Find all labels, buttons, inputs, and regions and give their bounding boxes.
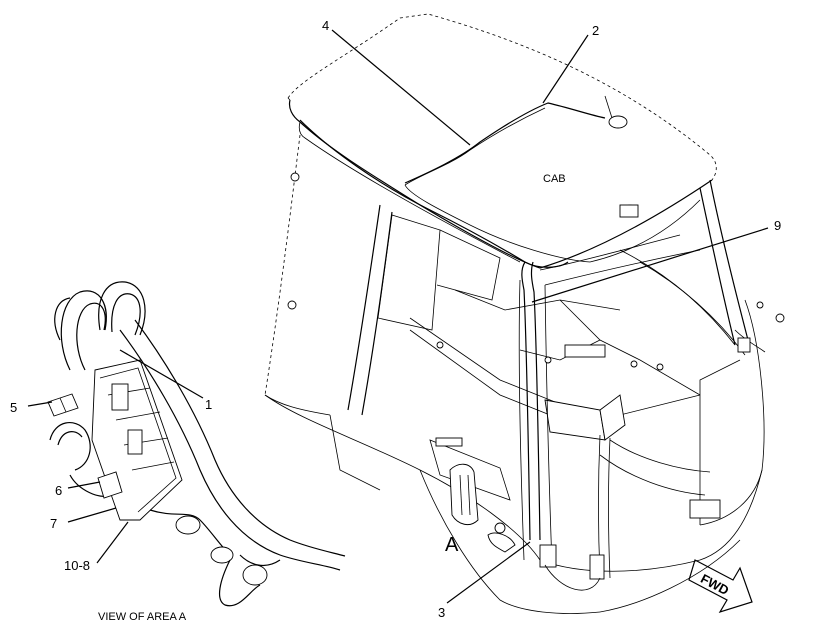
leader-7: [67, 507, 117, 523]
cab-body: [264, 134, 785, 614]
callout-2: 2: [592, 23, 600, 38]
area-a-inset: [47, 281, 346, 607]
callout-10-8: 10-8: [64, 558, 91, 573]
callout-1: 1: [205, 397, 213, 412]
callout-5: 5: [10, 400, 18, 415]
roof-harness: [299, 95, 628, 541]
leader-3: [446, 541, 531, 604]
leader-10-8: [96, 521, 129, 564]
area-marker-label: A: [445, 534, 459, 556]
cab-roof: [287, 13, 717, 269]
callout-7: 7: [50, 516, 58, 531]
fwd-arrow-icon: [688, 559, 753, 614]
callout-4: 4: [322, 18, 330, 33]
callout-9: 9: [774, 218, 782, 233]
leader-2: [542, 34, 589, 104]
leader-5: [27, 401, 53, 407]
leader-6: [67, 481, 101, 489]
leader-1: [119, 349, 204, 399]
leader-4: [331, 29, 471, 146]
callout-6: 6: [55, 483, 63, 498]
leader-9: [531, 227, 769, 303]
callout-3: 3: [438, 605, 446, 620]
leader-lines: [27, 29, 769, 604]
view-caption: VIEW OF AREA A: [98, 611, 187, 623]
cab-label: CAB: [543, 173, 566, 185]
